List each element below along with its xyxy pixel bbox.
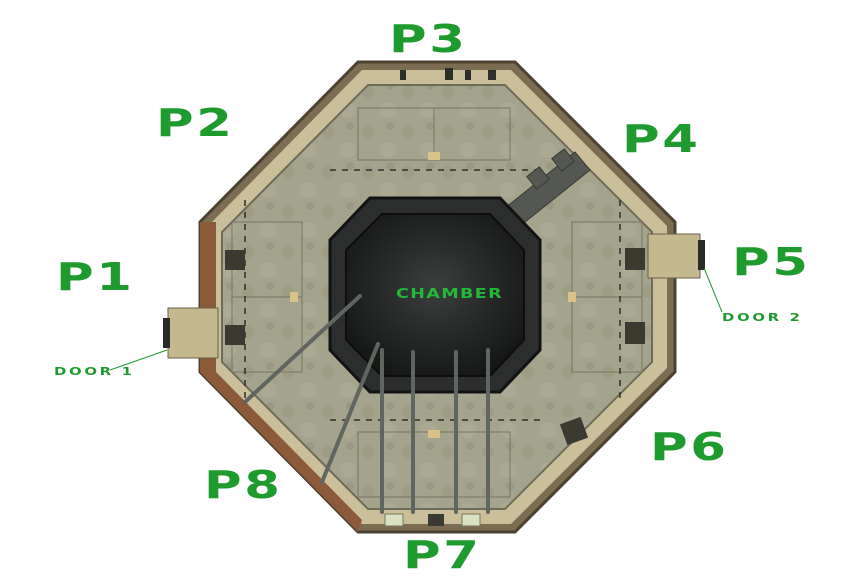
zone-label-p7: P7 <box>403 536 482 574</box>
zone-label-p2: P2 <box>156 104 235 142</box>
zone-label-p8: P8 <box>204 466 283 504</box>
zone-label-p4: P4 <box>622 120 701 158</box>
door-1-label: DOOR 1 <box>54 366 135 377</box>
chamber-label: CHAMBER <box>396 288 503 301</box>
door-2-label: DOOR 2 <box>722 312 803 323</box>
zone-label-p6: P6 <box>650 428 729 466</box>
zone-label-p3: P3 <box>389 20 468 58</box>
zone-label-p5: P5 <box>732 243 811 281</box>
zone-label-p1: P1 <box>56 258 135 296</box>
bottom-equipment <box>385 514 480 526</box>
